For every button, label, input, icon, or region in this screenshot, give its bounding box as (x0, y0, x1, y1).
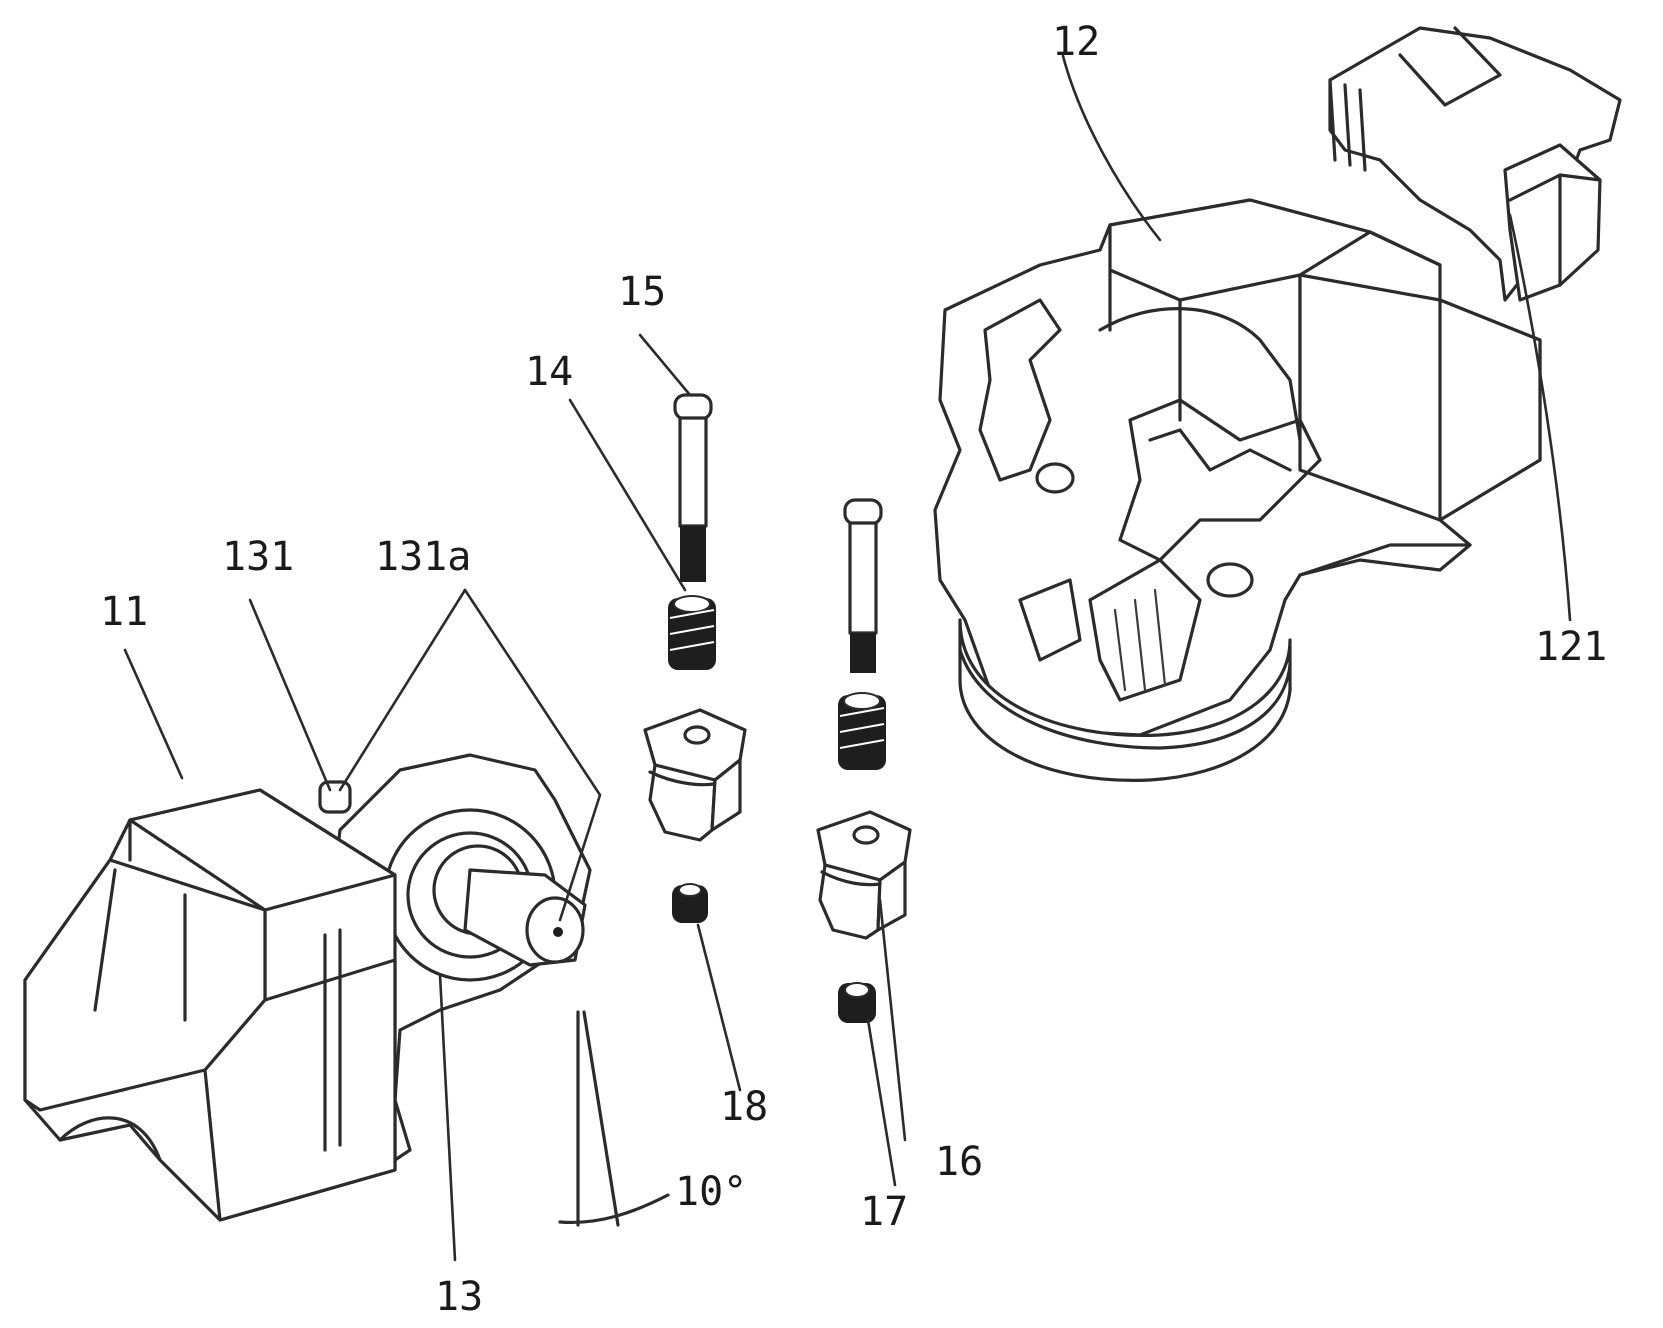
label-131a: 131a (375, 534, 471, 580)
label-14: 14 (525, 349, 573, 395)
label-angle: 10° (675, 1169, 747, 1215)
bolt-right (845, 500, 881, 673)
part-18-nut (672, 884, 708, 923)
label-131: 131 (222, 534, 294, 580)
part-11-frame (25, 755, 590, 1220)
label-16: 16 (935, 1139, 983, 1185)
part-16-block (818, 812, 910, 938)
label-18: 18 (720, 1084, 768, 1130)
label-15: 15 (618, 269, 666, 315)
angle-indicator (560, 1012, 668, 1225)
label-11: 11 (100, 589, 148, 635)
label-12: 12 (1052, 19, 1100, 65)
label-121: 121 (1535, 624, 1607, 670)
label-17: 17 (860, 1189, 908, 1235)
part-17-nut (838, 983, 876, 1023)
label-13: 13 (435, 1274, 483, 1320)
block-nut-left (645, 710, 745, 840)
part-14-spring-washer (668, 596, 716, 670)
part-12-housing (935, 28, 1620, 780)
part-15-bolt (675, 395, 711, 582)
spring-washer-right (838, 693, 886, 770)
